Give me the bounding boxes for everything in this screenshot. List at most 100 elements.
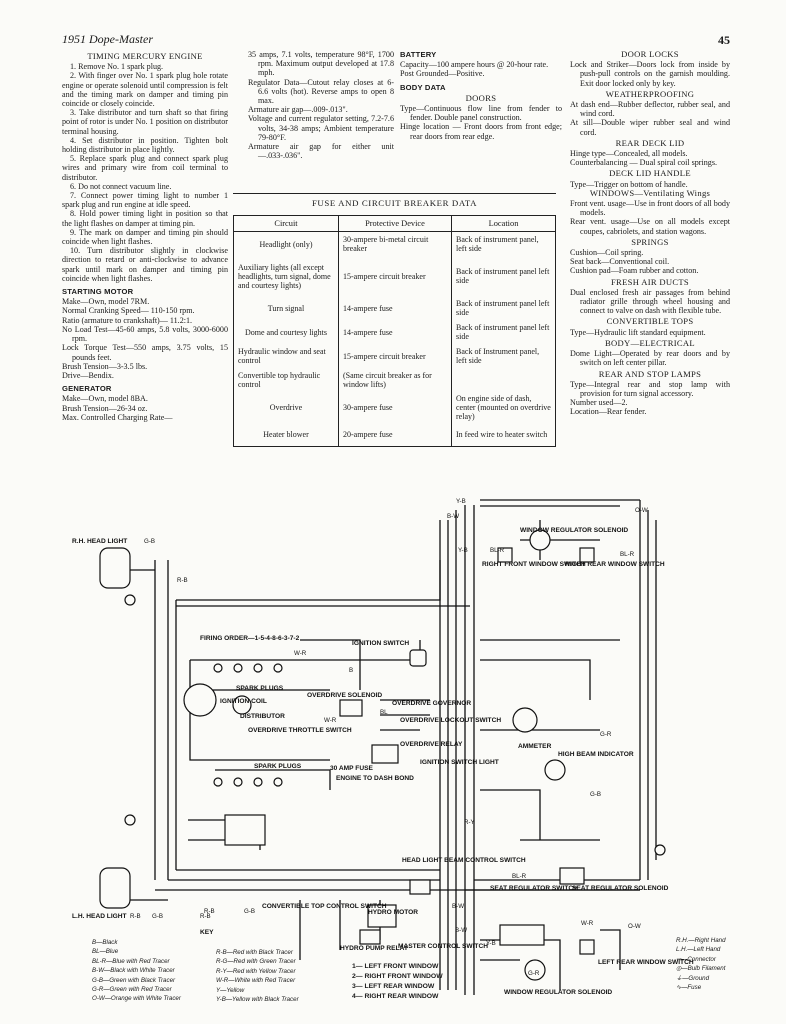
battery-icon bbox=[224, 814, 266, 846]
table-row: Dome and courtesy lights 14-ampere fuse … bbox=[233, 320, 556, 344]
fuse-symbol-icon: ∿ bbox=[676, 984, 682, 992]
wire-code: R-B bbox=[200, 913, 211, 920]
wire-code: B bbox=[349, 667, 353, 674]
table-cell: 15-ampere circuit breaker bbox=[338, 344, 452, 368]
timing-step: 1. Remove No. 1 spark plug. bbox=[70, 62, 164, 72]
legend-entry: L.H.—Left Hand bbox=[676, 946, 721, 954]
doors-line: Hinge location — Front doors from front … bbox=[400, 122, 562, 141]
left-rear-window-switch-icon bbox=[579, 939, 595, 955]
section-line: Counterbalancing — Dual spiral coil spri… bbox=[570, 158, 718, 168]
section-line: Location—Rear fender. bbox=[570, 407, 647, 417]
section-line: Seat back—Conventional coil. bbox=[570, 257, 670, 267]
wire-code: G-B bbox=[244, 908, 255, 915]
label-window-regulator-solenoid-bottom: WINDOW REGULATOR SOLENOID bbox=[504, 989, 612, 996]
key-entry: Y-B—Yellow with Black Tracer bbox=[216, 996, 299, 1004]
timing-step: 2. With finger over No. 1 spark plug hol… bbox=[62, 71, 228, 109]
seat-regulator-switch-icon bbox=[559, 867, 585, 885]
starting-line: Ratio (armature to crankshaft)— 11.2:1. bbox=[62, 315, 193, 325]
overdrive-solenoid-icon bbox=[339, 699, 363, 717]
master-switch-list: 1— LEFT FRONT WINDOW 2— RIGHT FRONT WIND… bbox=[352, 962, 443, 1002]
body-data-title: BODY DATA bbox=[400, 82, 446, 92]
wire-code: G-B bbox=[152, 913, 163, 920]
section-title: REAR DECK LID bbox=[615, 137, 685, 148]
label-window-regulator-solenoid-top: WINDOW REGULATOR SOLENOID bbox=[520, 527, 628, 534]
generator-cont-line: 35 amps, 7.1 volts, temperature 98°F, 17… bbox=[248, 50, 394, 78]
label-30-amp-fuse: 30 AMP FUSE bbox=[330, 765, 373, 772]
column-timing-starting-generator: TIMING MERCURY ENGINE 1. Remove No. 1 sp… bbox=[62, 50, 228, 422]
label-hydro-pump-relay: HYDRO PUMP RELAY bbox=[340, 945, 409, 952]
wire-code: B-W bbox=[455, 927, 467, 934]
key-entry: R-G—Red with Green Tracer bbox=[216, 958, 296, 966]
starting-line: Brush Tension—3-3.5 lbs. bbox=[62, 361, 148, 371]
wire-code: O-W bbox=[635, 507, 648, 514]
section-line: Type—Integral rear and stop lamp with pr… bbox=[570, 379, 730, 398]
label-overdrive-relay: OVERDRIVE RELAY bbox=[400, 741, 463, 748]
section-line: Hinge type—Concealed, all models. bbox=[570, 149, 688, 159]
section-title: DOOR LOCKS bbox=[621, 49, 679, 59]
ground-icon bbox=[124, 594, 136, 606]
wire-code: W-R bbox=[294, 650, 307, 657]
column-battery-body: BATTERY Capacity—100 ampere hours @ 20-h… bbox=[400, 50, 562, 141]
spark-plug-icon bbox=[273, 663, 283, 673]
table-cell: 14-ampere fuse bbox=[338, 320, 452, 344]
label-distributor: DISTRIBUTOR bbox=[240, 713, 285, 720]
key-entry: G-B—Green with Black Tracer bbox=[92, 976, 176, 984]
key-entry: G-R—Green with Red Tracer bbox=[92, 986, 172, 994]
key-entry: R-B—Red with Black Tracer bbox=[216, 949, 293, 956]
generator-cont-line: Armature air gap—.009-.013". bbox=[248, 105, 348, 115]
label-ignition-switch-light: IGNITION SWITCH LIGHT bbox=[420, 759, 499, 766]
generator-line: Max. Controlled Charging Rate— bbox=[62, 412, 173, 422]
ignition-switch-icon bbox=[409, 649, 427, 667]
timing-step: 8. Hold power timing light in position s… bbox=[62, 209, 228, 228]
section-line: Type—Trigger on bottom of handle. bbox=[570, 179, 688, 189]
wire-code: R-B bbox=[130, 913, 141, 920]
table-cell: Back of Instrument panel, left side bbox=[451, 344, 556, 368]
section-line: Front vent. usage—Use in front doors of … bbox=[570, 199, 730, 218]
table-cell: 14-ampere fuse bbox=[338, 296, 452, 320]
table-row: Hydraulic window and seat control 15-amp… bbox=[233, 344, 556, 368]
head-light-beam-switch-icon bbox=[409, 879, 431, 895]
doors-title: DOORS bbox=[465, 92, 497, 103]
wire-code: G-R bbox=[528, 970, 540, 977]
column-header: Protective Device bbox=[338, 215, 452, 232]
wire-code: O-W bbox=[628, 923, 641, 930]
label-overdrive-throttle: OVERDRIVE THROTTLE SWITCH bbox=[248, 727, 352, 734]
legend-entry: ⏚—Ground bbox=[676, 974, 710, 982]
section-line: Dual enclosed fresh air passages from be… bbox=[570, 287, 730, 316]
generator-cont-line: Voltage and current regulator setting, 7… bbox=[248, 114, 394, 142]
label-left-rear-window-switch: LEFT REAR WINDOW SWITCH bbox=[598, 959, 694, 966]
spark-plug-icon bbox=[213, 777, 223, 787]
page-number: 45 bbox=[718, 33, 730, 47]
section-title: WEATHERPROOFING bbox=[605, 88, 695, 99]
hydro-motor-icon bbox=[367, 904, 397, 928]
spark-plug-icon bbox=[273, 777, 283, 787]
table-row: Convertible top hydraulic control (Same … bbox=[233, 368, 556, 392]
label-high-beam: HIGH BEAM INDICATOR bbox=[558, 751, 634, 758]
wire-code: R-B bbox=[177, 577, 188, 584]
section-line: Lock and Striker—Doors lock from inside … bbox=[570, 60, 730, 88]
table-cell: Overdrive bbox=[233, 392, 339, 422]
wire-code: R-Y bbox=[464, 819, 475, 826]
section-title: DECK LID HANDLE bbox=[609, 168, 691, 179]
wire-code: B-W bbox=[452, 903, 464, 910]
ammeter-icon bbox=[512, 707, 538, 733]
ignition-coil-icon bbox=[232, 695, 252, 715]
wire-color-key-2: R-B—Red with Black Tracer R-G—Red with G… bbox=[216, 948, 299, 1004]
wire-code-labels: Y-B B-W Y-B BL-R BL-R O-W R-B G-B R-B R-… bbox=[130, 498, 648, 977]
table-row: Turn signal 14-ampere fuse Back of instr… bbox=[233, 296, 556, 320]
column-generator-continued: 35 amps, 7.1 volts, temperature 98°F, 17… bbox=[248, 50, 394, 160]
table-cell: Auxiliary lights (all except headlights,… bbox=[233, 256, 339, 296]
right-rear-window-switch-icon bbox=[579, 547, 595, 563]
label-hydro-motor: HYDRO MOTOR bbox=[368, 909, 418, 916]
starting-line: No Load Test—45-60 amps, 5.8 volts, 3000… bbox=[62, 324, 228, 344]
timing-step: 6. Do not connect vacuum line. bbox=[70, 181, 172, 191]
battery-line: Post Grounded—Positive. bbox=[400, 69, 485, 79]
section-line: Cushion pad—Foam rubber and cotton. bbox=[570, 266, 699, 276]
section-line: At dash end—Rubber deflector, rubber sea… bbox=[570, 100, 730, 119]
label-firing-order: FIRING ORDER—1-5-4-8-6-3-7-2 bbox=[200, 635, 300, 642]
generator-cont-line: Regulator Data—Cutout relay closes at 6-… bbox=[248, 77, 394, 106]
starting-line: Drive—Bendix. bbox=[62, 370, 114, 380]
timing-step: 4. Set distributor in position. Tighten … bbox=[62, 135, 228, 155]
section-line: Cushion—Coil spring. bbox=[570, 248, 644, 258]
table-cell: Back of instrument panel left side bbox=[451, 296, 556, 320]
